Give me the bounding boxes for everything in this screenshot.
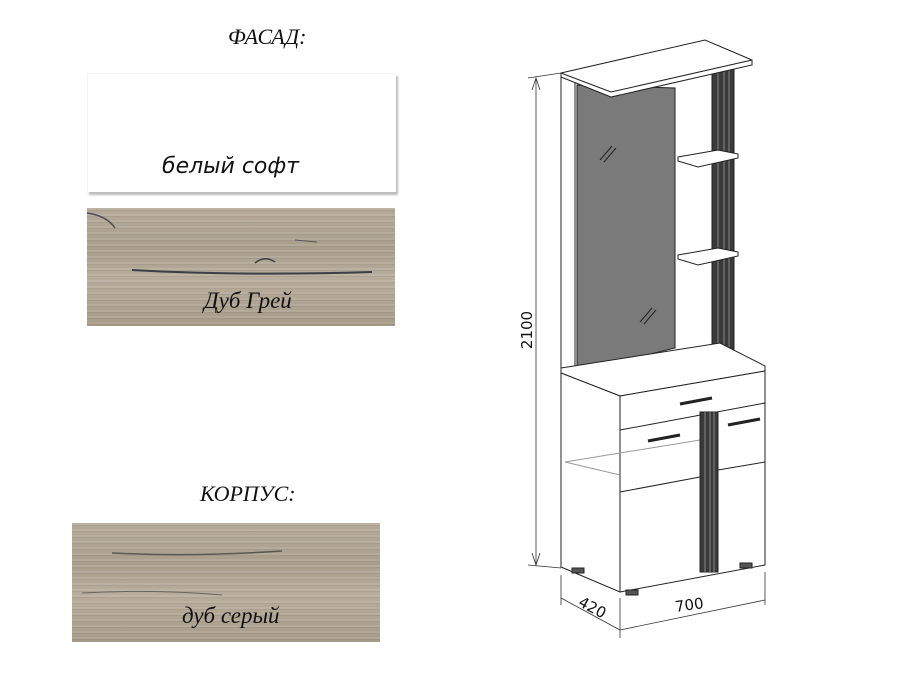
height-dimension-label: 2100 — [518, 311, 536, 349]
swatch-label: Дуб Грей — [204, 288, 292, 313]
decor-stripe-lower — [699, 411, 719, 573]
shelf — [677, 247, 739, 266]
decor-stripe-upper — [711, 67, 735, 357]
wood-grain — [87, 212, 373, 275]
wood-grain — [81, 550, 283, 596]
facade-heading: ФАСАД: — [228, 24, 307, 49]
swatch-white-soft: белый софт — [87, 73, 396, 192]
cabinet-front — [619, 370, 766, 593]
swatch-label: белый софт — [162, 154, 300, 179]
door-handle — [727, 417, 761, 427]
depth-dimension-line — [560, 597, 621, 631]
swatch-oak-grey-body: дуб серый — [72, 523, 380, 642]
swatch-oak-grey: Дуб Грей — [87, 208, 395, 326]
mirror — [576, 84, 676, 373]
shelf — [677, 149, 739, 168]
canopy — [560, 39, 753, 98]
drawer-edge — [619, 402, 766, 431]
upper-side-panel — [560, 76, 576, 373]
swatch-label: дуб серый — [182, 603, 280, 628]
door-handle — [647, 433, 681, 443]
width-dimension-label: 700 — [674, 594, 705, 616]
depth-dimension-label: 420 — [575, 593, 609, 622]
drawer-handle — [679, 396, 713, 406]
body-heading: КОРПУС: — [200, 481, 296, 506]
cabinet-side — [560, 372, 621, 593]
width-dimension-line — [619, 599, 766, 631]
